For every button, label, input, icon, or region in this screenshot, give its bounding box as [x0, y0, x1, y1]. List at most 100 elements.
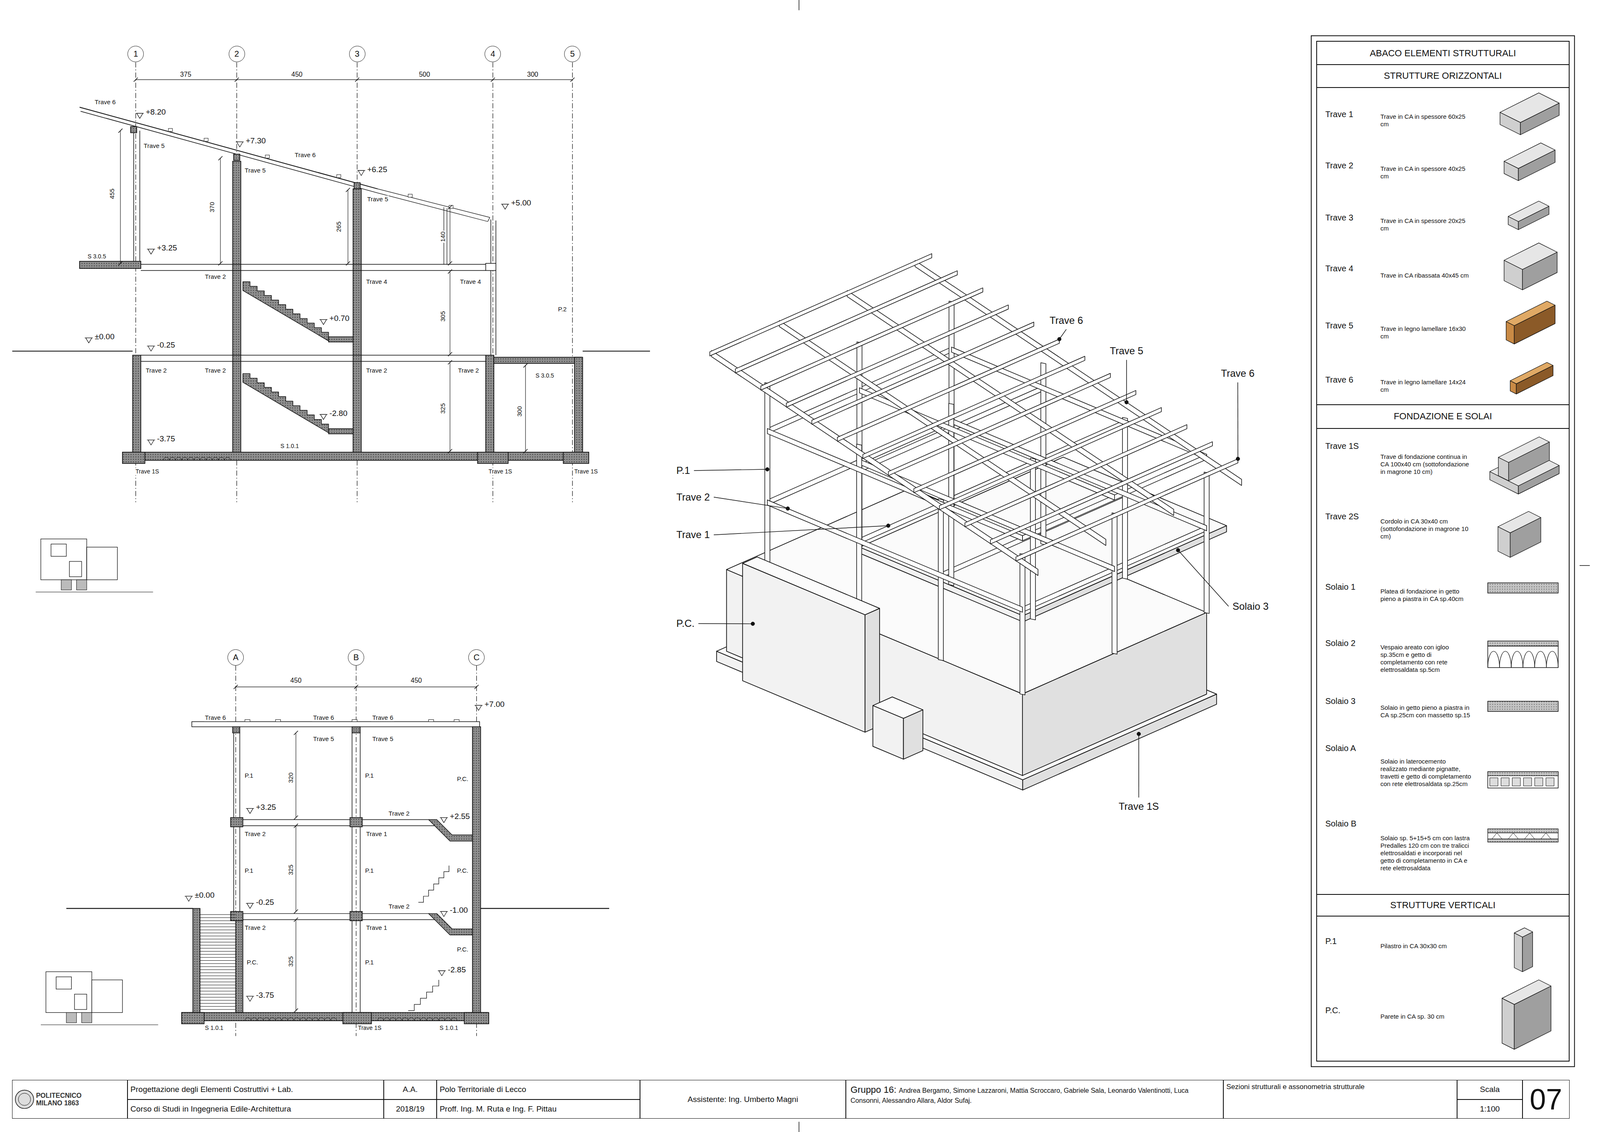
cut-wall — [232, 161, 241, 455]
igloo-formwork — [1534, 650, 1547, 668]
key-plan — [40, 538, 87, 580]
abaco-frame — [1311, 35, 1575, 1067]
key-plan — [81, 1012, 92, 1023]
slab-sample — [1487, 771, 1559, 788]
element-tag: Trave 2 — [365, 366, 388, 374]
legend-name: Trave 6 — [1324, 375, 1355, 385]
title-cell: Proff. Ing. M. Ruta e Ing. F. Pittau — [436, 1099, 640, 1119]
element-tag: Trave 1S — [134, 467, 160, 475]
callout-label: Solaio 3 — [1231, 600, 1270, 613]
igloo-formwork — [420, 1017, 427, 1021]
igloo-formwork — [163, 457, 170, 460]
igloo-formwork — [1499, 650, 1512, 668]
dimension-tick — [447, 360, 453, 365]
grid-circle: 2 — [228, 45, 245, 63]
beam-sample — [1504, 242, 1558, 270]
roof-beam — [711, 350, 1039, 576]
stair-tread — [200, 929, 236, 930]
legend-description: Trave in legno lamellare 16x30 cm — [1379, 325, 1473, 340]
elevation-symbol — [247, 995, 254, 1001]
igloo-formwork — [300, 1017, 307, 1021]
beam-sample — [1504, 142, 1555, 169]
elevation-symbol — [320, 319, 327, 325]
hollow-block — [1534, 777, 1543, 786]
timber-beam-sample — [1506, 300, 1556, 326]
element-tag: P.2 — [557, 305, 568, 313]
roof-purlin — [204, 138, 209, 142]
element-tag: Trave 2 — [387, 902, 411, 910]
elevation-symbol — [236, 141, 243, 147]
dimension-tick — [447, 449, 453, 454]
legend-name: Solaio 3 — [1324, 696, 1357, 706]
element-tag: Trave 1 — [365, 923, 388, 931]
igloo-formwork — [250, 1017, 258, 1021]
legend-description: Trave in CA in spessore 40x25 cm — [1379, 165, 1473, 180]
title-cell-text: Progettazione degli Elementi Costruttivi… — [130, 1084, 293, 1094]
callout-label: Trave 1S — [1117, 800, 1160, 813]
hollow-block — [1523, 777, 1532, 786]
team-cell: Gruppo 16:Andrea Bergamo, Simone Lazzaro… — [845, 1079, 1224, 1119]
slab-line — [242, 819, 350, 820]
igloo-formwork — [438, 1017, 445, 1021]
stair-tread — [200, 996, 236, 998]
stair-tread — [200, 950, 236, 952]
foundation-beam — [342, 1012, 372, 1024]
legend-name: P.C. — [1324, 1005, 1342, 1015]
element-tag: S 1.0.1 — [204, 1024, 225, 1031]
section-band: FONDAZIONE E SOLAI — [1317, 404, 1569, 429]
leader-line — [694, 469, 768, 471]
column-line — [139, 130, 140, 262]
legend-name: Trave 1 — [1324, 109, 1355, 120]
column — [1122, 417, 1128, 579]
igloo-formwork — [269, 1017, 276, 1021]
legend-name: Solaio B — [1324, 818, 1358, 829]
igloo-formwork — [306, 1017, 313, 1021]
callout-label: Trave 1 — [675, 528, 711, 541]
dimension-text: 265 — [335, 220, 343, 233]
elevation-symbol — [247, 808, 254, 814]
timber-beam-sample — [1510, 362, 1553, 384]
grid-circle: A — [227, 649, 244, 666]
element-tag: Trave 4 — [459, 277, 482, 285]
dimension-text: 300 — [526, 70, 540, 79]
stair-steps — [418, 865, 449, 903]
dimension-text: 455 — [108, 187, 116, 200]
igloo-formwork — [206, 457, 213, 460]
dimension-text: 305 — [439, 310, 447, 323]
stair-tread — [200, 953, 236, 955]
leader-line — [1177, 550, 1229, 607]
stair-tread — [200, 941, 236, 943]
dimension-tick — [293, 917, 298, 922]
elevation-mark: +7.00 — [483, 699, 506, 709]
stair-tread — [200, 962, 236, 964]
dimension-text: 325 — [287, 955, 295, 968]
stair-tread — [200, 978, 236, 979]
dimension-line — [449, 362, 450, 451]
element-tag: P.C. — [456, 775, 470, 783]
key-plan — [91, 979, 123, 1013]
elevation-symbol — [147, 249, 155, 255]
igloo-formwork — [402, 1017, 409, 1021]
element-tag: Trave 2 — [243, 830, 267, 838]
wall-sample — [1502, 997, 1515, 1049]
dimension-tick — [218, 156, 223, 161]
callout-label: P.1 — [675, 464, 691, 477]
column — [1204, 472, 1210, 614]
key-plan — [35, 591, 154, 593]
callout-label: Trave 5 — [1108, 345, 1144, 358]
stair-tread — [200, 972, 236, 973]
dimension-tick — [474, 684, 479, 689]
igloo-formwork — [377, 1017, 384, 1021]
grid-circle: 4 — [484, 45, 501, 63]
roof-purlin — [862, 356, 1085, 459]
title-cell-center: A.A. — [383, 1079, 437, 1100]
callout-label: Trave 6 — [1220, 367, 1255, 380]
stair-tread — [200, 984, 236, 985]
lattice-girder — [1524, 832, 1535, 839]
elevation-mark: -2.80 — [328, 408, 349, 418]
roof-beam — [377, 192, 488, 222]
planter-box — [872, 696, 923, 718]
leader-line — [713, 525, 889, 535]
elevation-mark: +3.25 — [255, 802, 277, 812]
